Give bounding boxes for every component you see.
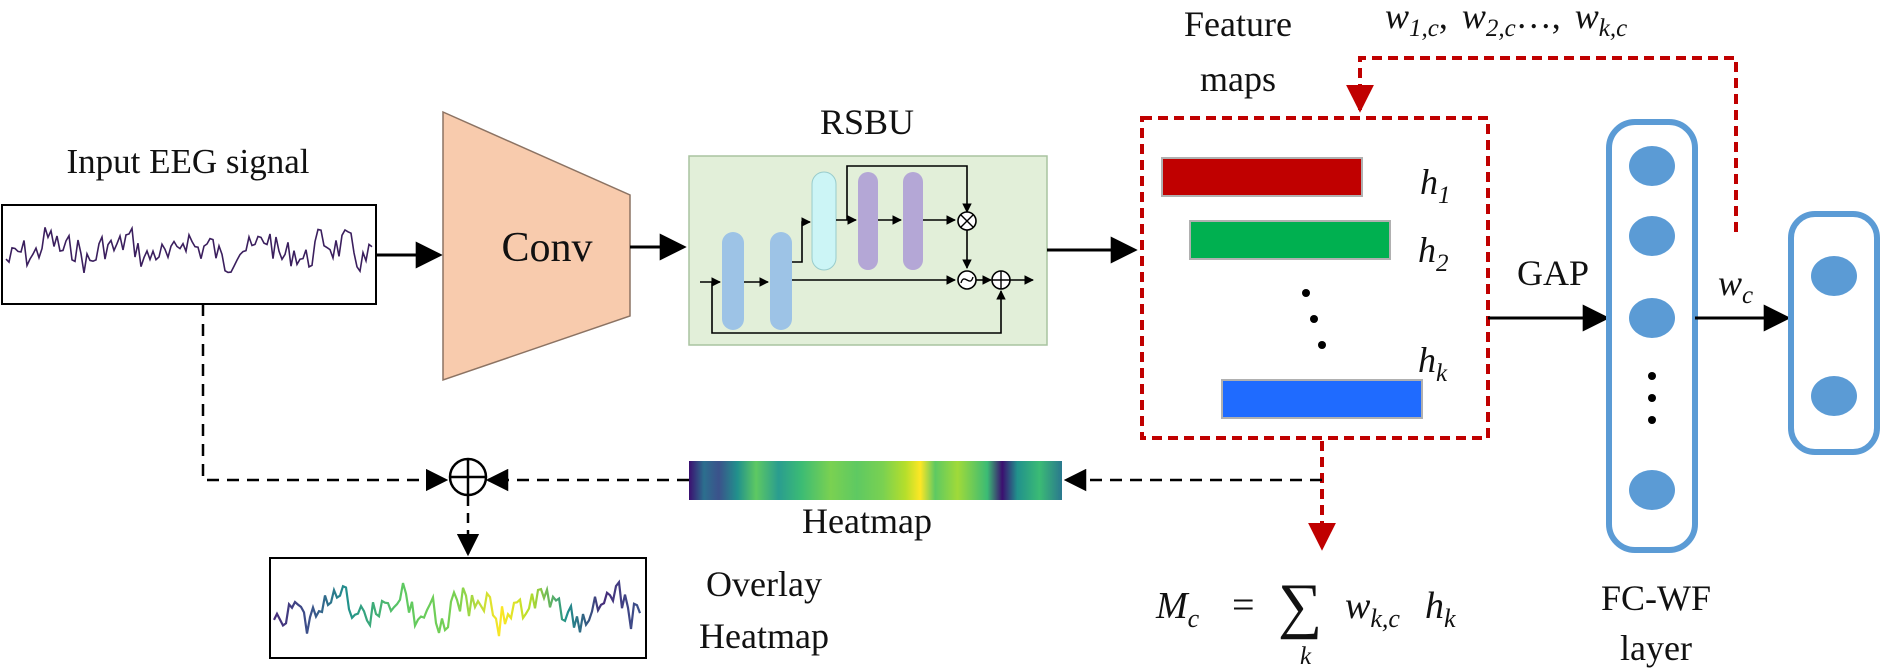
arrow-input-to-overlay — [201, 304, 449, 492]
ellipsis-dot — [1648, 372, 1656, 380]
fc-node — [1629, 470, 1675, 510]
formula-sum-index: k — [1300, 643, 1312, 670]
weights-feedback-arrow — [1346, 56, 1738, 232]
rsbu-layer-4 — [858, 172, 878, 270]
fc-wf-label-1: FC-WF — [1601, 578, 1711, 618]
output-node — [1811, 256, 1857, 296]
input-eeg-box — [1, 204, 377, 305]
overlay-label-1: Overlay — [706, 564, 822, 604]
formula-sum: ∑ — [1278, 572, 1322, 640]
overlay-heatmap-box — [269, 557, 647, 659]
gap-label: GAP — [1517, 253, 1589, 293]
fc-wf-label-2: layer — [1620, 628, 1692, 668]
formula-term-w: wk,c — [1345, 585, 1400, 633]
cam-formula: Mc = ∑ k wk,c hk — [1155, 572, 1456, 670]
output-node — [1811, 376, 1857, 416]
formula-term-h: hk — [1425, 585, 1456, 633]
rsbu-label: RSBU — [820, 102, 914, 142]
ellipsis-dot — [1302, 289, 1310, 297]
input-eeg-label: Input EEG signal — [66, 142, 309, 181]
conv-block — [442, 110, 631, 382]
ellipsis-dot — [1318, 341, 1326, 349]
heatmap-bar — [689, 461, 1062, 500]
formula-eq: = — [1232, 582, 1255, 627]
feature-maps-box — [1140, 116, 1490, 440]
overlay-waveform — [273, 579, 642, 637]
h2-label: h2 — [1418, 230, 1449, 277]
feature-map-h2 — [1189, 220, 1391, 260]
feature-maps-label-2: maps — [1200, 59, 1276, 99]
rsbu-layer-2 — [770, 232, 792, 330]
input-eeg-waveform — [5, 225, 373, 274]
rsbu-layer-1 — [722, 232, 744, 330]
formula-lhs: Mc — [1155, 585, 1200, 633]
ellipsis-dot — [1648, 394, 1656, 402]
ellipsis-dot — [1648, 416, 1656, 424]
output-layer-box — [1788, 211, 1880, 455]
feature-maps-label-1: Feature — [1184, 4, 1292, 44]
fc-node — [1629, 298, 1675, 338]
ellipsis-dot — [1310, 315, 1318, 323]
overlay-label-2: Heatmap — [699, 616, 829, 656]
rsbu-layer-3 — [811, 171, 837, 271]
feature-map-h1 — [1161, 157, 1363, 197]
feature-map-hk — [1221, 379, 1423, 419]
fc-node — [1629, 146, 1675, 186]
heatmap-label: Heatmap — [802, 501, 932, 541]
fc-node — [1629, 216, 1675, 256]
h1-label: h1 — [1420, 162, 1451, 209]
rsbu-internals — [700, 165, 1034, 334]
weights-top-label: w1,c,w2,c…,wk,c — [1385, 0, 1627, 42]
wc-label: wc — [1718, 263, 1753, 309]
hk-label: hk — [1418, 340, 1448, 387]
conv-label: Conv — [501, 225, 592, 271]
rsbu-layer-5 — [903, 172, 923, 270]
